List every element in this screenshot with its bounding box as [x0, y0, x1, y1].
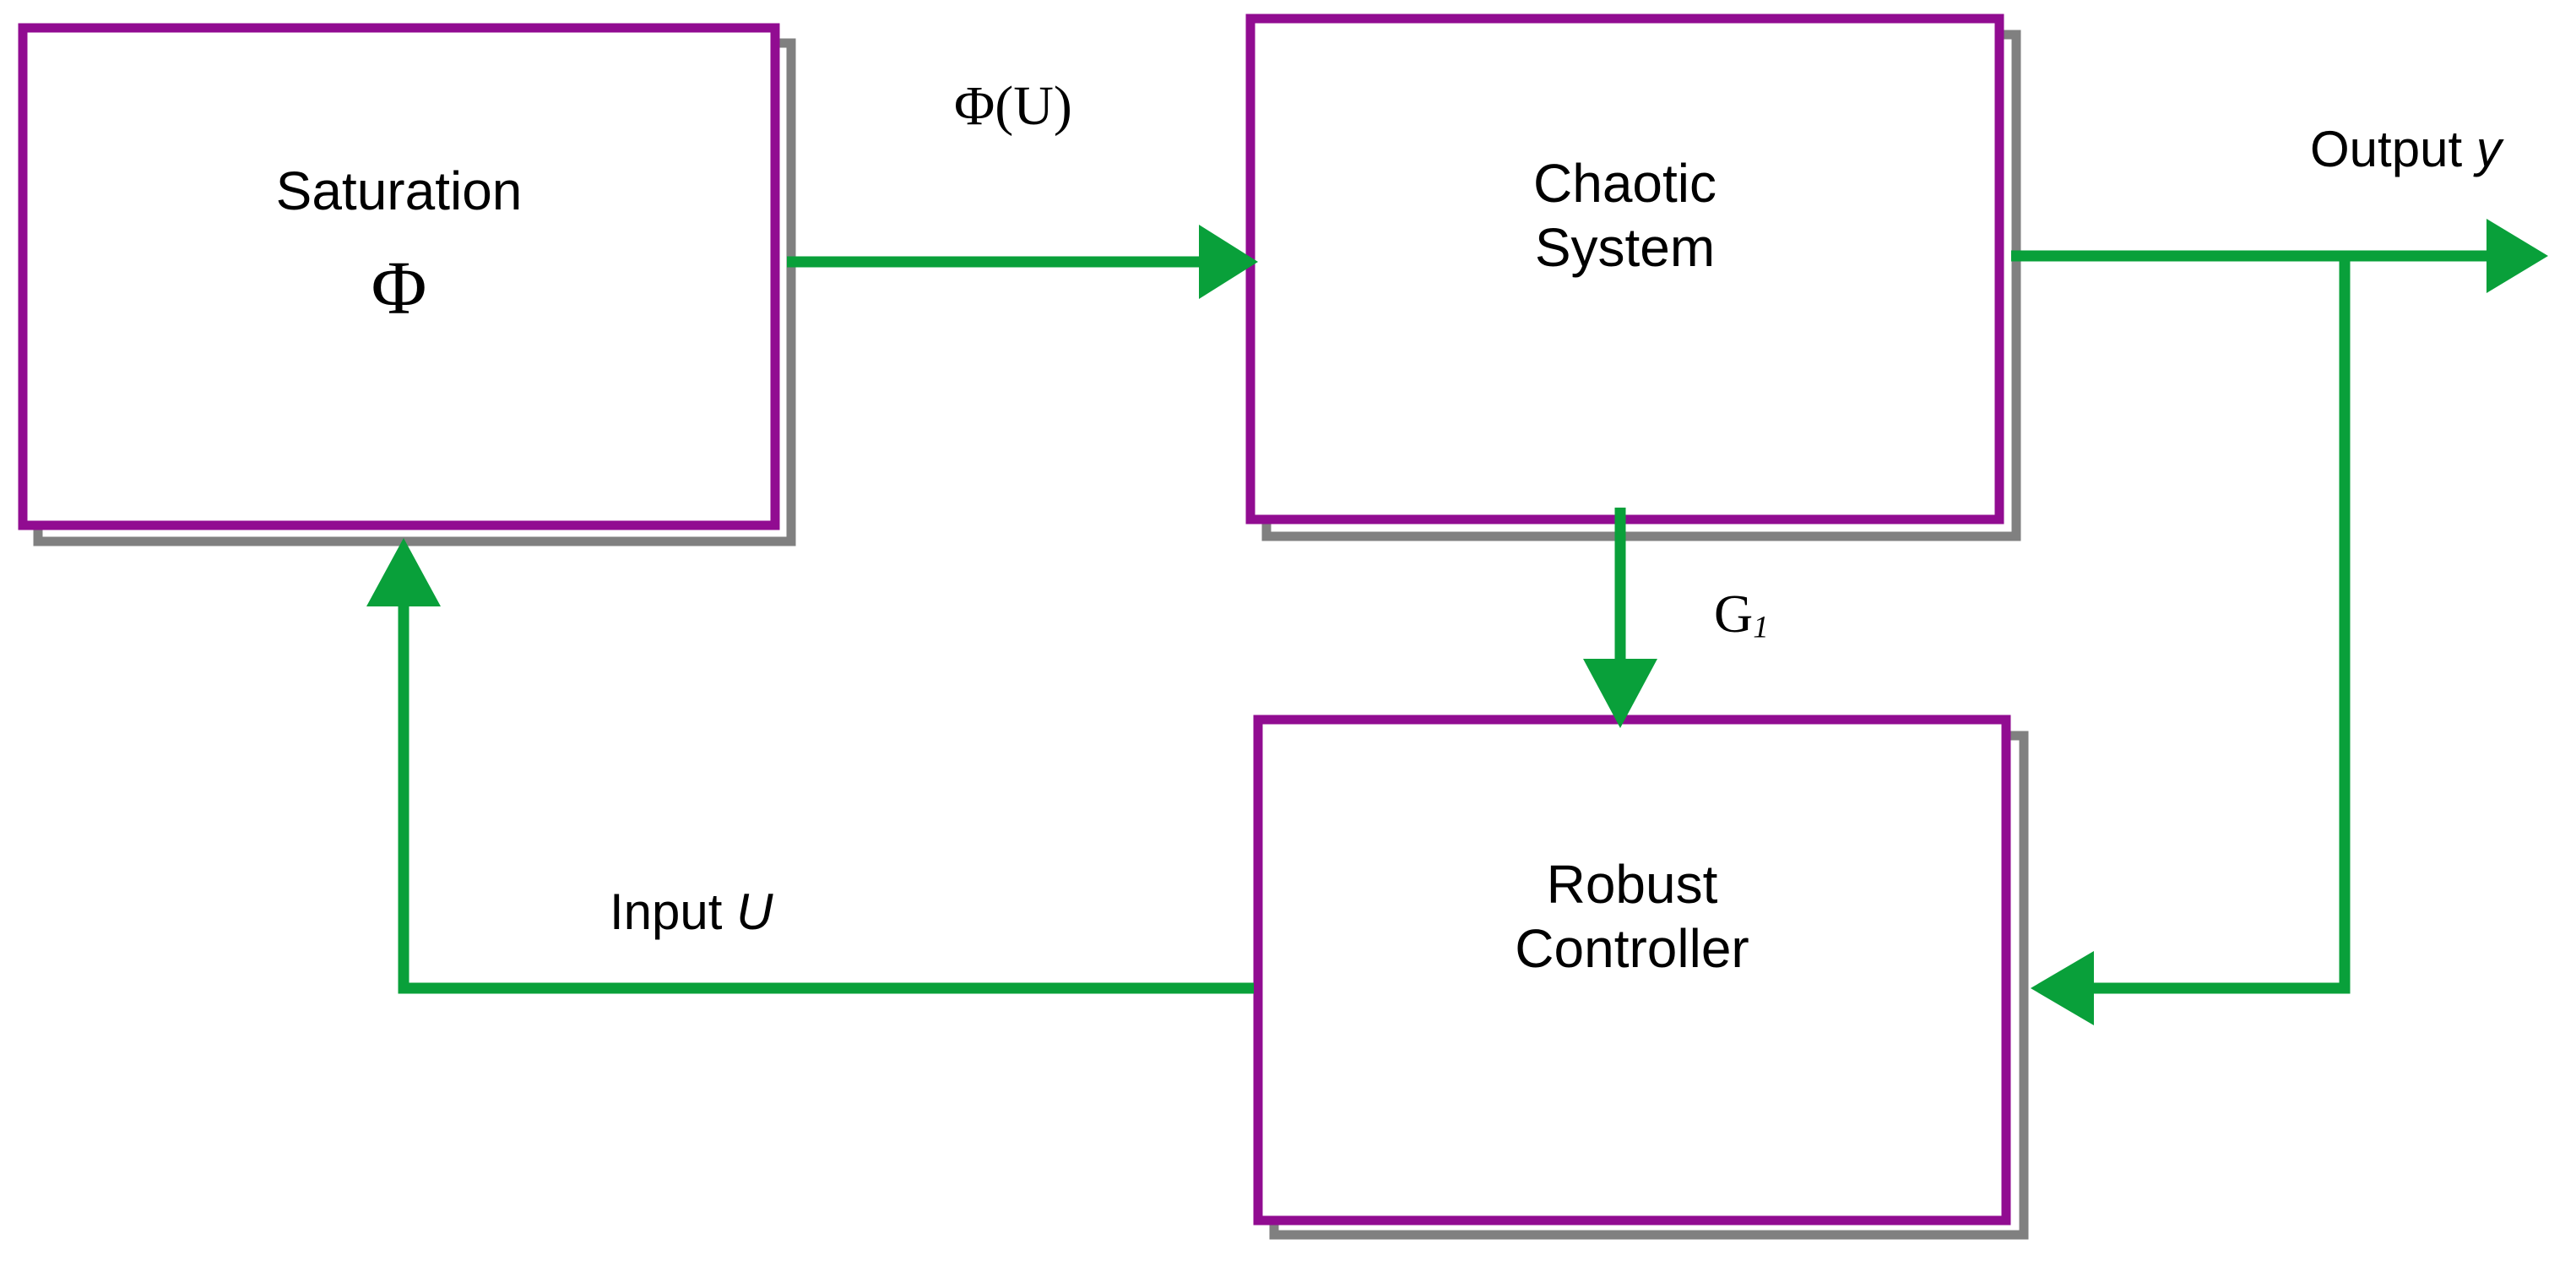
block-chaotic-system[interactable] — [1245, 14, 2021, 541]
connection-controller-to-saturation — [366, 538, 1254, 994]
chaotic-front-border — [1245, 14, 2004, 525]
saturation-front-border — [18, 23, 780, 530]
connection-chaotic-to-controller — [1583, 508, 1657, 728]
block-saturation[interactable] — [18, 23, 796, 546]
connection-chaotic-to-output — [2011, 219, 2548, 293]
controller-front-border — [1253, 715, 2011, 1226]
block-robust-controller[interactable] — [1253, 715, 2029, 1240]
connection-saturation-to-chaotic — [787, 225, 1258, 299]
connection-output-to-controller — [2031, 256, 2351, 1025]
